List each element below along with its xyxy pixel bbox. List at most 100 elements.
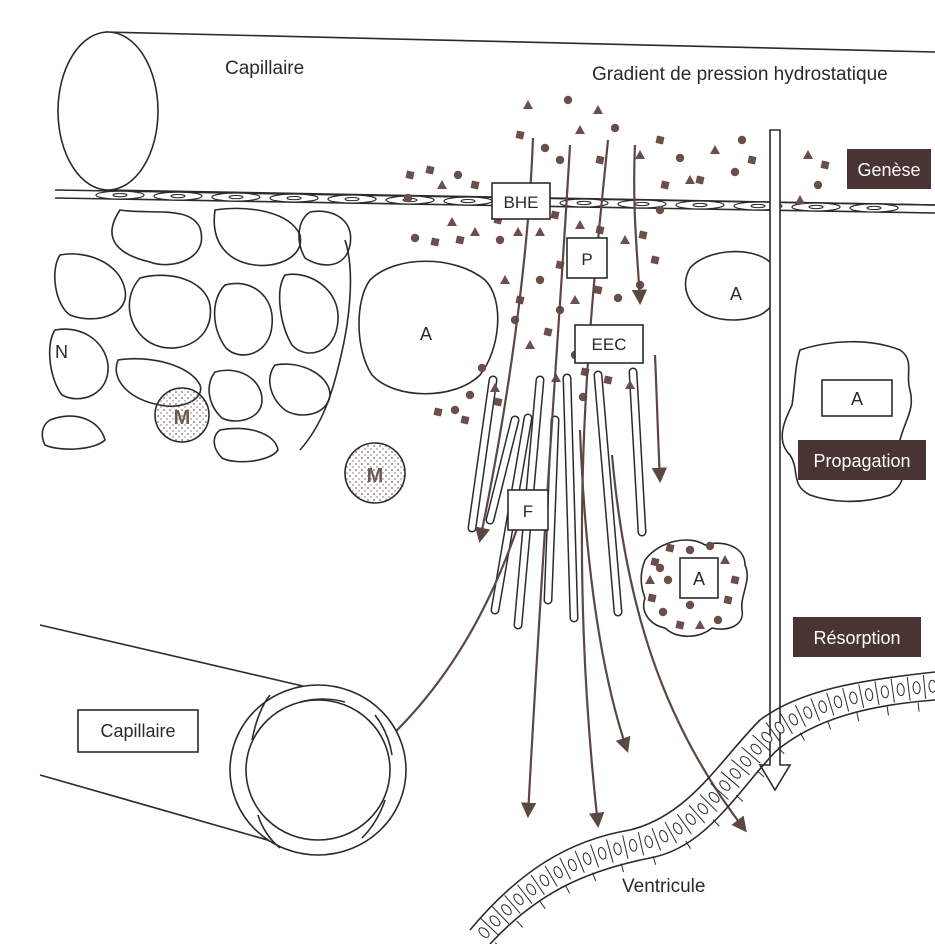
endothelial-cell xyxy=(96,191,144,199)
particle-square xyxy=(665,543,674,552)
endothelial-cell xyxy=(850,204,898,212)
particle-circle xyxy=(454,171,462,179)
astrocyte-label-3: A xyxy=(851,389,863,409)
ependymal-cell xyxy=(552,865,564,879)
ependymal-cell xyxy=(672,821,684,835)
ependymal-partition xyxy=(623,835,628,858)
ependymal-cell xyxy=(477,926,491,939)
microglia-label-1: M xyxy=(174,407,191,429)
particle-circle xyxy=(731,168,739,176)
ventricule-label: Ventricule xyxy=(622,876,705,897)
particle-square xyxy=(650,255,659,264)
flow-arrows xyxy=(345,138,745,830)
endothelial-cell xyxy=(270,194,318,202)
particle-triangle xyxy=(593,105,603,114)
ependymal-partition xyxy=(843,688,849,711)
astrocyte-label-2: A xyxy=(730,284,742,304)
cilium xyxy=(757,771,764,777)
cilium xyxy=(736,795,743,801)
particle-square xyxy=(647,593,656,602)
ependymal-partition xyxy=(923,675,925,699)
particle-circle xyxy=(656,206,664,214)
particle-circle xyxy=(614,294,622,302)
astrocyte-label-4: A xyxy=(693,569,705,589)
particle-circle xyxy=(656,564,664,572)
particle-square xyxy=(730,575,739,584)
particle-circle xyxy=(611,124,619,132)
ependymal-cell xyxy=(644,835,654,849)
particle-circle xyxy=(496,236,504,244)
particle-triangle xyxy=(525,340,535,349)
particle-triangle xyxy=(500,275,510,284)
cilium xyxy=(517,921,523,928)
particle-square xyxy=(723,595,732,604)
ependymal-cell xyxy=(787,712,799,726)
particle-circle xyxy=(404,194,412,202)
particle-triangle xyxy=(803,150,813,159)
endothelial-cell xyxy=(792,203,840,211)
particle-square xyxy=(493,397,502,406)
particle-square xyxy=(460,415,469,424)
particle-square xyxy=(695,175,704,184)
ependymal-cell xyxy=(629,839,638,852)
particle-circle xyxy=(686,546,694,554)
particle-circle xyxy=(738,136,746,144)
propagation-label: Propagation xyxy=(813,451,910,471)
particle-circle xyxy=(451,406,459,414)
ependymal-cell xyxy=(500,903,513,917)
particle-triangle xyxy=(570,295,580,304)
particle-circle xyxy=(411,234,419,242)
particle-circle xyxy=(664,576,672,584)
cilium xyxy=(713,820,719,827)
capillaire-bottom-label: Capillaire xyxy=(100,721,175,741)
endothelial-cell xyxy=(328,195,376,203)
particle-square xyxy=(405,170,414,179)
particle-square xyxy=(455,235,464,244)
ependymal-cell xyxy=(912,681,920,694)
ependymal-partition xyxy=(638,832,643,855)
particle-square xyxy=(543,327,552,336)
hydrostatic-gradient-arrow xyxy=(760,130,790,790)
particle-circle xyxy=(686,601,694,609)
eec-label: EEC xyxy=(592,335,627,354)
bhe-label: BHE xyxy=(504,193,539,212)
ependymal-cell xyxy=(728,767,742,780)
cilium xyxy=(887,707,888,716)
particle-circle xyxy=(714,616,722,624)
particle-triangle xyxy=(635,150,645,159)
flow-arrow-5 xyxy=(655,355,660,480)
ependymal-partition xyxy=(591,845,599,868)
particle-square xyxy=(430,237,439,246)
gradient-label: Gradient de pression hydrostatique xyxy=(592,64,888,85)
genese-label: Genèse xyxy=(857,160,920,180)
ependymal-cell xyxy=(896,683,904,696)
particle-square xyxy=(747,155,756,164)
particle-circle xyxy=(676,154,684,162)
ependymal-partition xyxy=(827,693,834,716)
ependymal-cell xyxy=(865,688,874,701)
endothelial-cell xyxy=(154,192,202,200)
cilium xyxy=(565,885,569,893)
particle-square xyxy=(595,155,604,164)
ependymal-cell xyxy=(488,914,501,927)
particle-square xyxy=(470,180,479,189)
ependymal-partition xyxy=(811,698,820,720)
ependymal-cell xyxy=(749,742,763,755)
particle-square xyxy=(425,165,434,174)
ependymal-cell xyxy=(538,873,550,887)
resorption-label: Résorption xyxy=(813,628,900,648)
particle-triangle xyxy=(795,195,805,204)
ependymal-partition xyxy=(607,839,614,862)
ependymal-cell xyxy=(739,755,753,768)
flow-arrow-4 xyxy=(634,145,640,302)
ependymal-partition xyxy=(875,681,879,705)
particle-square xyxy=(515,130,524,139)
ventricle-ependyma xyxy=(470,672,935,944)
f-label: F xyxy=(523,502,533,521)
particle-square xyxy=(433,407,442,416)
ependymal-cell xyxy=(802,706,813,720)
ependymal-partition xyxy=(652,828,661,850)
cilium xyxy=(918,703,919,712)
ependymal-cell xyxy=(718,779,732,792)
